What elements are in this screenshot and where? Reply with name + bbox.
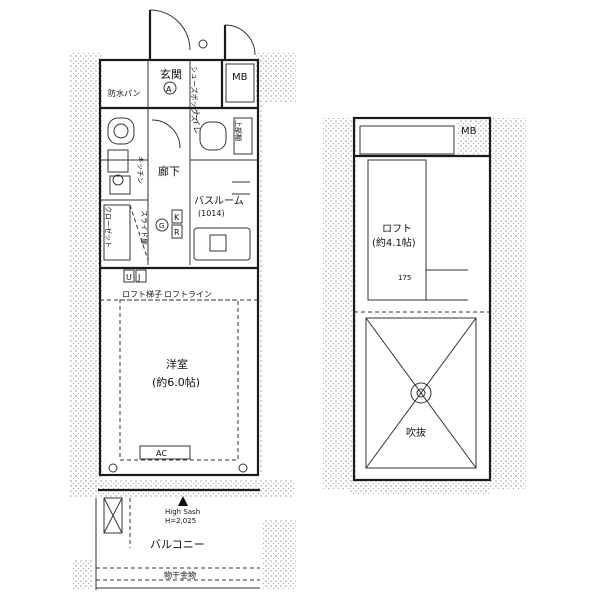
door-chime-icon — [198, 39, 208, 49]
atrium-area — [365, 317, 477, 469]
loft-floor-plan — [322, 116, 526, 494]
toilet-door-swing — [151, 119, 181, 149]
western-room-size: (約6.0帖) — [152, 375, 200, 389]
ceiling-fan-icon — [410, 382, 432, 404]
sash-left-panel — [103, 497, 123, 534]
loft-ladder-label: ロフト梯子 — [122, 289, 162, 299]
j-marker: J — [137, 273, 140, 282]
u-marker: U — [126, 273, 132, 282]
loft-floor — [367, 159, 427, 301]
balcony-right-block — [262, 520, 296, 590]
mb-box-right — [458, 118, 492, 156]
ac-unit — [139, 445, 191, 460]
upper-shelf-label: 上部棚 — [234, 120, 243, 141]
loft-label: ロフト — [382, 224, 412, 235]
fridge-icon — [109, 175, 131, 195]
loft-right-wall — [490, 118, 526, 490]
loft-height: 175 — [398, 274, 411, 282]
mb-label-left: MB — [232, 72, 248, 83]
balcony-label: バルコニー — [150, 538, 205, 551]
g-marker-icon — [155, 218, 169, 232]
waterpan-label: 防水パン — [108, 88, 140, 98]
right-upper-wall — [256, 52, 296, 102]
mb-box-left — [225, 63, 255, 103]
entrance-mark: A — [166, 85, 172, 94]
bathroom-size: (1014) — [198, 209, 225, 218]
loft-left-wall — [322, 118, 356, 490]
bathtub-icon — [193, 227, 251, 261]
bathroom-label: バスルーム — [194, 195, 244, 207]
mb-door-swing — [224, 24, 256, 56]
g-marker: G — [159, 222, 164, 230]
loft-line-label: ロフトライン — [164, 290, 212, 299]
corridor-label: 廊下 — [158, 164, 180, 178]
railing-label: 物干金物 — [164, 570, 196, 580]
washbasin-icon — [107, 117, 135, 145]
left-outer-wall — [70, 52, 102, 490]
kitchen-label: キッチン — [136, 156, 144, 184]
k-marker: K — [174, 213, 180, 222]
washing-machine-icon — [107, 149, 129, 173]
atrium-label: 吹抜 — [406, 426, 426, 439]
loft-outline — [352, 116, 492, 482]
shoebox-label: シューズボックス — [190, 66, 199, 121]
ac-label: AC — [156, 449, 167, 458]
closet-label: クローゼット — [104, 206, 113, 248]
r-marker: R — [174, 228, 180, 237]
loft-bottom-wall — [350, 480, 490, 494]
balcony-left-block — [72, 560, 92, 590]
main-floor-plan — [70, 9, 296, 590]
western-room-label: 洋室 — [166, 357, 188, 371]
slide-door-label: スライド扉 — [140, 210, 149, 245]
toilet-label: トイレ — [192, 110, 201, 134]
high-sash-label: High Sash — [165, 508, 200, 516]
right-side-wall — [258, 102, 262, 474]
upper-shelf — [233, 117, 253, 155]
high-sash-height: H=2,025 — [165, 517, 196, 525]
mb-label-right: MB — [461, 126, 477, 137]
high-sash-arrow-icon — [178, 496, 188, 506]
entrance-door-swing — [149, 9, 191, 51]
toilet-icon — [199, 121, 227, 151]
loft-size: (約4.1帖) — [372, 236, 416, 249]
entrance-label: 玄関 — [160, 67, 182, 81]
entrance-mark-circle — [163, 81, 177, 95]
closet-box — [103, 204, 131, 261]
